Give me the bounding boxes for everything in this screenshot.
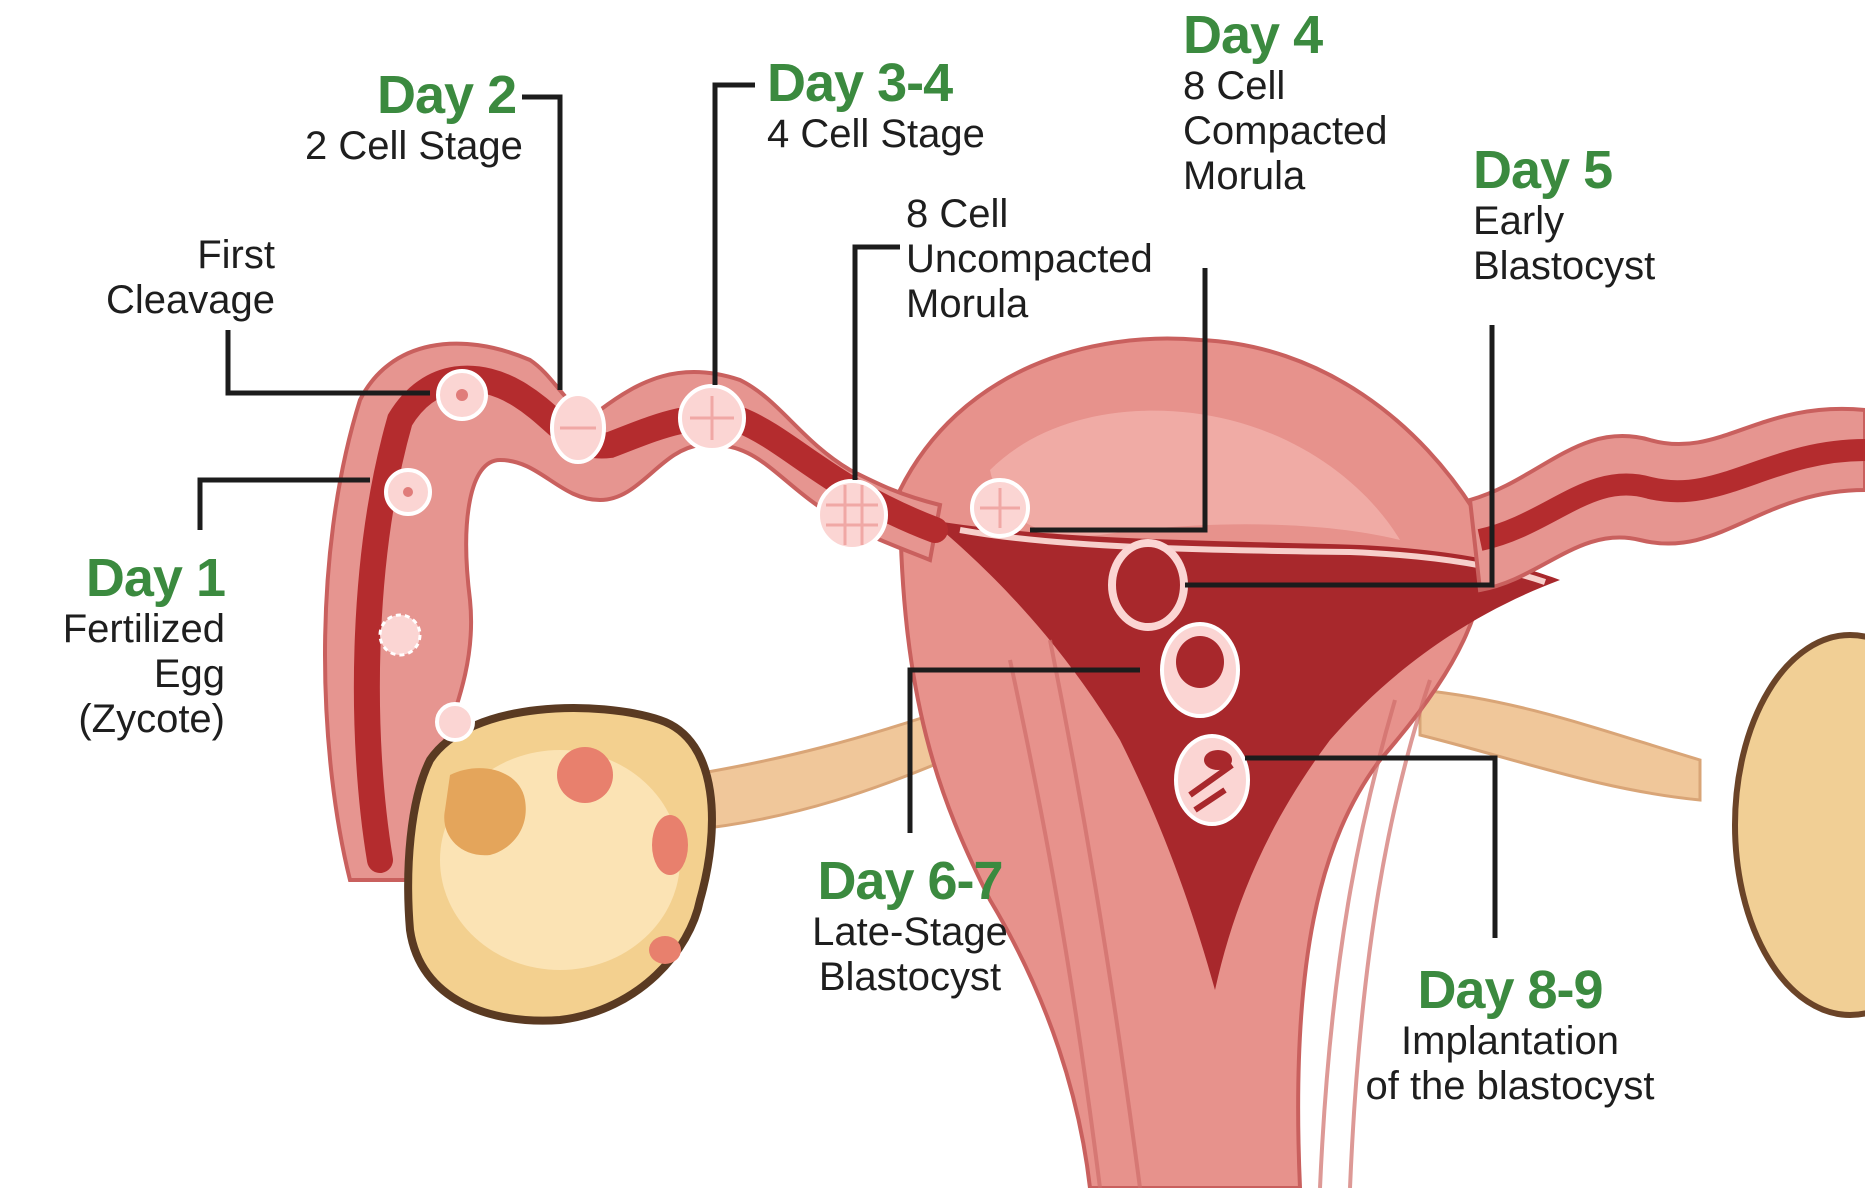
label-day4: Day 4 8 Cell Compacted Morula <box>1183 7 1388 199</box>
egg-cell <box>437 704 473 740</box>
day4-description: 8 Cell Compacted Morula <box>1183 64 1388 200</box>
uncompacted-morula <box>818 481 886 549</box>
right-ovary-body <box>1735 635 1865 1015</box>
label-day67: Day 6-7 Late-Stage Blastocyst <box>805 853 1015 1000</box>
first-cleavage-nucleus <box>456 389 468 401</box>
day67-description: Late-Stage Blastocyst <box>805 910 1015 1000</box>
label-day89: Day 8-9 Implantation of the blastocyst <box>1355 962 1665 1109</box>
right-ovary <box>1420 635 1865 1015</box>
day2-title: Day 2 <box>305 67 523 124</box>
early-blastocyst <box>1112 543 1184 627</box>
day1-description: Fertilized Egg (Zycote) <box>0 607 225 743</box>
label-uncompacted: 8 Cell Uncompacted Morula <box>906 192 1153 328</box>
day2-description: 2 Cell Stage <box>305 124 523 169</box>
follicle <box>652 815 688 875</box>
uncompacted-description: 8 Cell Uncompacted Morula <box>906 192 1153 328</box>
label-day34: Day 3-4 4 Cell Stage <box>767 55 985 157</box>
day67-title: Day 6-7 <box>805 853 1015 910</box>
zygote-nucleus <box>403 487 413 497</box>
follicle <box>557 747 613 803</box>
day4-title: Day 4 <box>1183 7 1388 64</box>
leader-uncompacted <box>855 247 900 480</box>
late-blastocyst-cavity <box>1176 636 1224 688</box>
day89-description: Implantation of the blastocyst <box>1355 1019 1665 1109</box>
day34-description: 4 Cell Stage <box>767 112 985 157</box>
leader-day34 <box>715 85 755 385</box>
leader-day2 <box>522 97 560 390</box>
follicle <box>649 936 681 964</box>
label-day5: Day 5 Early Blastocyst <box>1473 142 1655 289</box>
day89-title: Day 8-9 <box>1355 962 1665 1019</box>
label-day1: Day 1 Fertilized Egg (Zycote) <box>0 550 225 742</box>
implantation-core <box>1204 750 1232 770</box>
day1-title: Day 1 <box>0 550 225 607</box>
day5-description: Early Blastocyst <box>1473 199 1655 289</box>
fertilization-cell <box>380 615 420 655</box>
right-ovarian-ligament <box>1420 690 1700 800</box>
first-cleavage-description: First Cleavage <box>80 233 275 323</box>
left-ovary <box>408 708 712 1021</box>
day5-title: Day 5 <box>1473 142 1655 199</box>
right-fallopian-tube <box>1470 409 1865 590</box>
label-first-cleavage: First Cleavage <box>80 233 275 323</box>
label-day2: Day 2 2 Cell Stage <box>305 67 523 169</box>
day34-title: Day 3-4 <box>767 55 985 112</box>
